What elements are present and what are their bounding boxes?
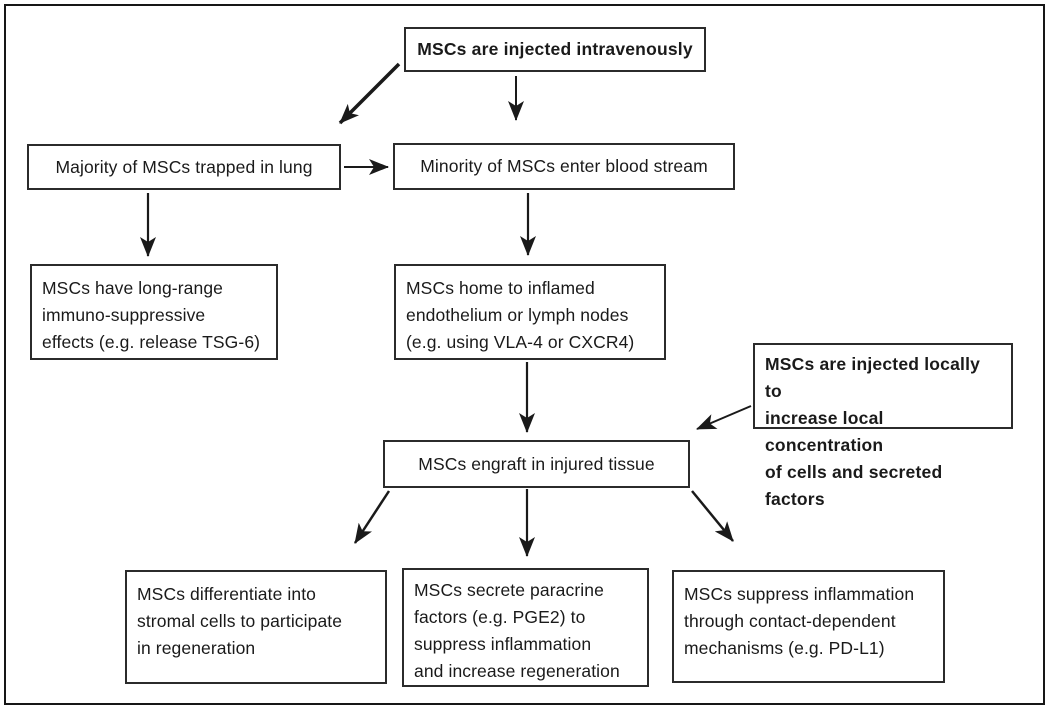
node-contact-dependent: MSCs suppress inflammation through conta… xyxy=(672,570,945,683)
node-majority-trapped-lung: Majority of MSCs trapped in lung xyxy=(27,144,341,190)
arrow-injected-locally-to-engraft xyxy=(696,405,752,430)
node-differentiate-stromal: MSCs differentiate into stromal cells to… xyxy=(125,570,387,684)
node-engraft-injured-tissue: MSCs engraft in injured tissue xyxy=(383,440,690,488)
node-injected-intravenously: MSCs are injected intravenously xyxy=(404,27,706,72)
node-home-inflamed-endothelium: MSCs home to inflamed endothelium or lym… xyxy=(394,264,666,360)
arrow-engraft-to-contact xyxy=(691,490,734,542)
node-long-range-effects: MSCs have long-range immuno-suppressive … xyxy=(30,264,278,360)
node-secrete-paracrine: MSCs secrete paracrine factors (e.g. PGE… xyxy=(402,568,649,687)
arrow-engraft-to-differentiate xyxy=(353,490,391,544)
node-minority-blood-stream: Minority of MSCs enter blood stream xyxy=(393,143,735,190)
node-injected-locally: MSCs are injected locally to increase lo… xyxy=(753,343,1013,509)
arrow-injected-iv-to-majority-lung xyxy=(338,62,401,125)
